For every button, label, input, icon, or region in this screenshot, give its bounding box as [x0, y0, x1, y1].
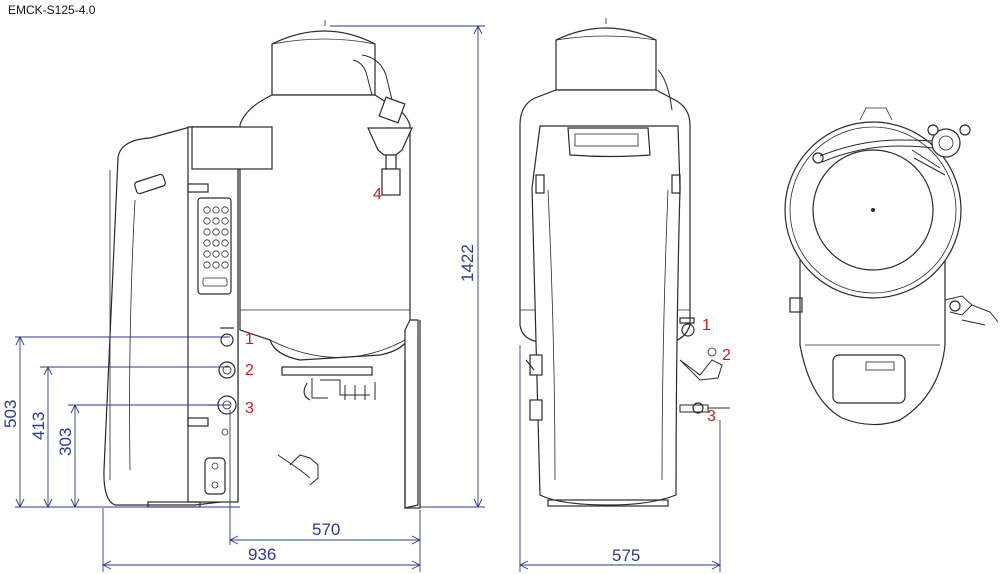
front-label-3: 3 [707, 408, 716, 425]
connection-labels: 1 2 3 4 1 2 3 [245, 186, 731, 425]
side-label-3: 3 [245, 400, 254, 417]
drawing-title: EMCK-S125-4.0 [8, 3, 96, 17]
top-view [784, 107, 999, 426]
dim-570: 570 [312, 520, 340, 539]
dim-1422: 1422 [458, 244, 477, 282]
keypad [202, 206, 229, 287]
dim-413: 413 [29, 412, 48, 440]
front-view [519, 18, 730, 507]
dim-503: 503 [1, 400, 20, 428]
dim-575: 575 [612, 546, 640, 565]
side-label-4: 4 [373, 186, 382, 203]
dimensions: 1422 503 413 303 570 936 [1, 24, 722, 572]
side-view [103, 20, 421, 509]
dim-303: 303 [56, 428, 75, 456]
front-label-2: 2 [722, 347, 731, 364]
front-label-1: 1 [702, 317, 711, 334]
dim-936: 936 [248, 545, 276, 564]
side-label-1: 1 [245, 331, 254, 348]
side-label-2: 2 [245, 362, 254, 379]
